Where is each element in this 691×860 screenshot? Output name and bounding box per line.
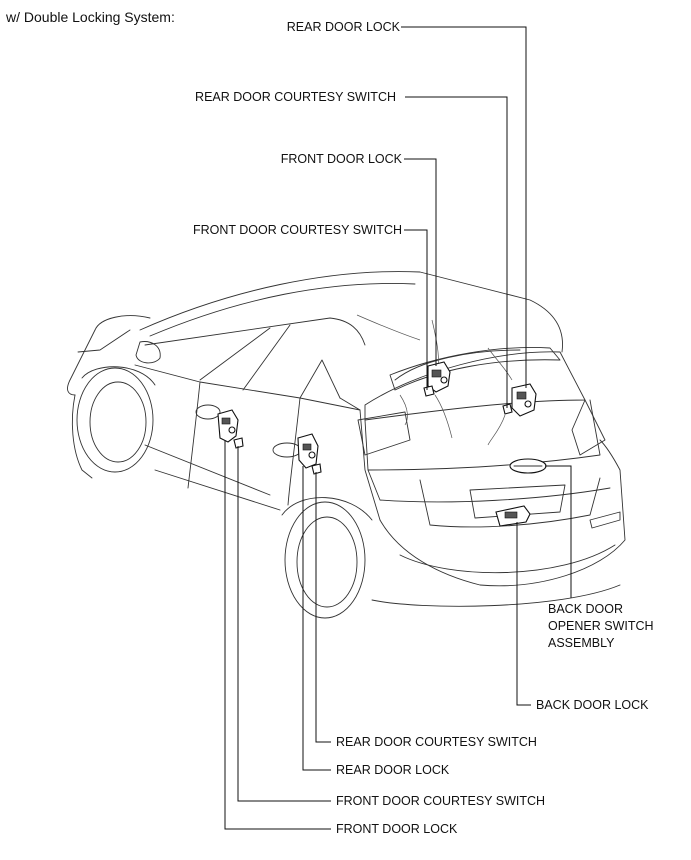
label-back-door-opener-line1: BACK DOOR (548, 602, 623, 616)
rear-door-lock-part (297, 433, 319, 469)
label-front-door-courtesy-switch-top: FRONT DOOR COURTESY SWITCH (193, 223, 402, 237)
label-rear-door-lock-top: REAR DOOR LOCK (287, 20, 401, 34)
label-back-door-opener-line3: ASSEMBLY (548, 636, 615, 650)
leader-lines (224, 26, 572, 830)
front-door-lock-part (217, 409, 239, 443)
rear-door-courtesy-switch-part (311, 463, 322, 475)
label-rear-door-courtesy-switch-bottom: REAR DOOR COURTESY SWITCH (336, 735, 537, 749)
label-front-door-lock-top: FRONT DOOR LOCK (281, 152, 403, 166)
label-back-door-opener-line2: OPENER SWITCH (548, 619, 654, 633)
label-front-door-lock-bottom: FRONT DOOR LOCK (336, 822, 458, 836)
back-door-lock-part (495, 505, 531, 527)
label-rear-door-courtesy-switch-top: REAR DOOR COURTESY SWITCH (195, 90, 396, 104)
front-door-courtesy-switch-part (233, 437, 244, 449)
label-front-door-courtesy-switch-bottom: FRONT DOOR COURTESY SWITCH (336, 794, 545, 808)
front-door-lock-upper-part (427, 361, 451, 393)
label-rear-door-lock-bottom: REAR DOOR LOCK (336, 763, 450, 777)
car-outline (67, 271, 626, 619)
rear-door-lock-upper-part (511, 383, 537, 417)
back-door-opener-switch-part (509, 458, 547, 474)
rear-door-courtesy-switch-upper-part (502, 403, 513, 415)
label-back-door-lock: BACK DOOR LOCK (536, 698, 649, 712)
front-door-courtesy-switch-upper-part (423, 385, 435, 397)
diagram-heading: w/ Double Locking System: (5, 9, 175, 25)
